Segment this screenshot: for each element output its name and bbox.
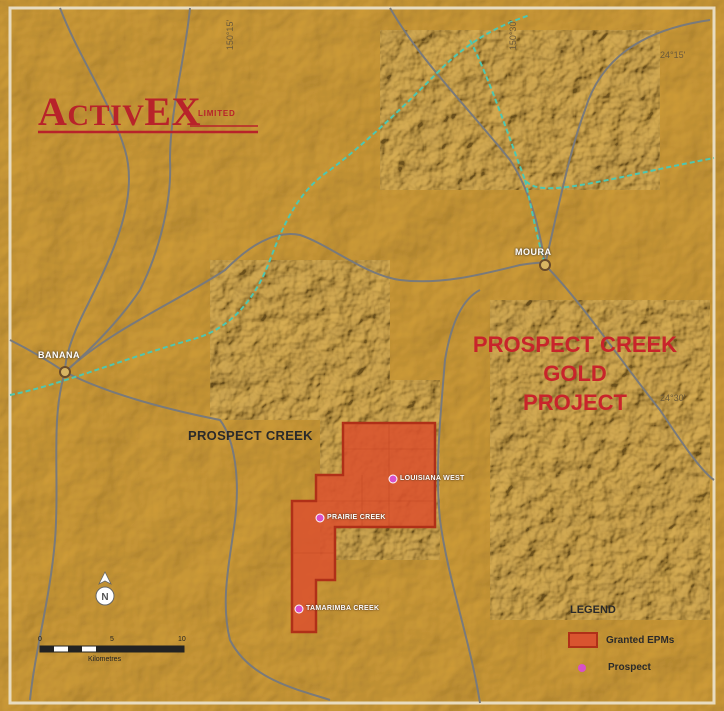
project-title: PROSPECT CREEK GOLD PROJECT (440, 330, 710, 417)
scale-unit: Kilometres (88, 656, 122, 663)
legend-panel: LEGEND Granted EPMs Prospect (560, 600, 710, 700)
svg-text:N: N (101, 592, 108, 603)
scale-label-10: 10 (178, 636, 186, 643)
legend-item-prospect: Prospect (568, 662, 651, 673)
activex-logo: ACTIVEX LIMITED (38, 89, 235, 136)
prospect-dot-prairie-creek[interactable] (315, 513, 325, 523)
scale-bar: 0 5 10 Kilometres (38, 636, 188, 670)
prospect-label-tamarimba-creek: TAMARIMBA CREEK (306, 605, 380, 612)
prospect-label-louisiana-west: LOUISIANA WEST (400, 475, 465, 482)
epm-swatch-icon (568, 632, 598, 648)
logo-limited: LIMITED (198, 109, 236, 118)
scale-label-5: 5 (110, 636, 114, 643)
town-label-moura: MOURA (515, 247, 552, 257)
legend-item-epm: Granted EPMs (568, 632, 674, 648)
legend-title: LEGEND (570, 604, 616, 616)
prospect-dot-tamarimba-creek[interactable] (294, 604, 304, 614)
scale-bar-graphic (39, 645, 185, 653)
coord-lon-right: 150°30' (508, 19, 519, 51)
coord-lat-top: 24°15' (660, 50, 686, 60)
region-label: PROSPECT CREEK (188, 428, 313, 443)
scale-label-0: 0 (38, 636, 42, 643)
town-marker-banana[interactable] (59, 366, 71, 378)
legend-label-epm: Granted EPMs (606, 634, 675, 646)
map-border (8, 6, 716, 705)
north-arrow-icon: N (95, 571, 115, 606)
town-marker-moura[interactable] (539, 259, 551, 271)
logo-underline (38, 125, 258, 134)
railway (9, 14, 715, 396)
logo-text: ACTIVEX (38, 89, 201, 134)
prospect-dot-icon (578, 663, 586, 672)
title-line-1: PROSPECT CREEK (472, 332, 678, 357)
legend-label-prospect: Prospect (608, 662, 651, 673)
coord-lon-left: 150°15' (225, 19, 236, 51)
coord-lat-mid: 24°30' (660, 393, 686, 403)
title-line-2: GOLD (543, 361, 607, 386)
granted-epm-polygon[interactable] (290, 421, 437, 634)
epm-grid (292, 423, 435, 607)
roads (9, 7, 715, 704)
town-label-banana: BANANA (38, 350, 80, 360)
prospect-dot-louisiana-west[interactable] (388, 474, 398, 484)
title-line-3: PROJECT (523, 390, 627, 415)
prospect-label-prairie-creek: PRAIRIE CREEK (327, 514, 386, 521)
